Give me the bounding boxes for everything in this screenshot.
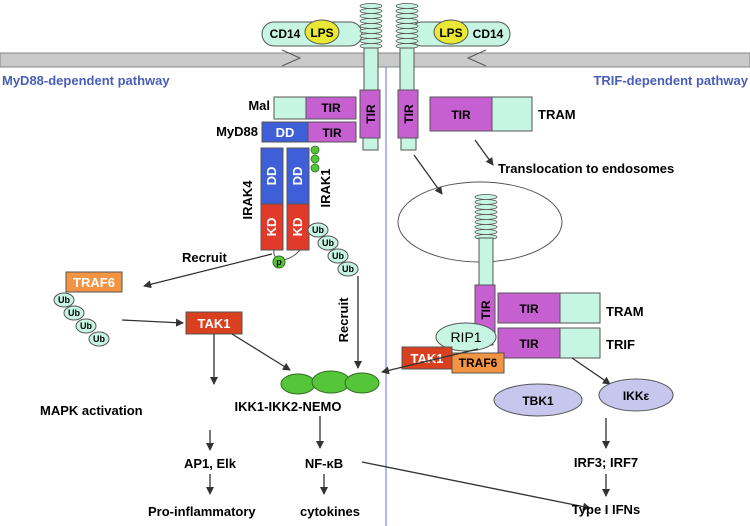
cytokines-label: cytokines [300, 504, 360, 519]
rip1-label: RIP1 [450, 329, 481, 345]
irf-label: IRF3; IRF7 [574, 455, 638, 470]
svg-text:Ub: Ub [332, 251, 344, 261]
irak4-dd: DD [264, 167, 279, 186]
lps-left-label: LPS [310, 26, 333, 40]
svg-text:Ub: Ub [68, 308, 80, 318]
ikk-complex [280, 370, 380, 395]
irak1-kd: KD [290, 218, 305, 237]
ikk-complex-label: IKK1-IKK2-NEMO [235, 399, 342, 414]
svg-text:Ub: Ub [80, 321, 92, 331]
mal-label: Mal [248, 98, 270, 113]
tram-top-label: TRAM [538, 107, 576, 122]
irak1-dd: DD [290, 167, 305, 186]
nfkb-label: NF-κB [305, 456, 343, 471]
myd88-label: MyD88 [216, 124, 258, 139]
phospho-label: p [276, 257, 282, 267]
right-cd14-lps: CD14 LPS [409, 19, 511, 67]
svg-text:Ub: Ub [93, 334, 105, 344]
tak1-left: TAK1 [198, 316, 231, 331]
lps-right [433, 19, 469, 45]
cd14-left-label: CD14 [270, 27, 301, 41]
tak1-right: TAK1 [411, 351, 444, 366]
recruit-label-left: Recruit [182, 250, 227, 265]
svg-text:Ub: Ub [322, 238, 334, 248]
ap1-label: AP1, Elk [184, 456, 237, 471]
ikke-label: IKKε [623, 389, 650, 403]
tlr4-coils [359, 3, 419, 49]
svg-text:Ub: Ub [312, 225, 324, 235]
tram-endo-label: TRAM [606, 304, 644, 319]
myd88-tir-label: TIR [322, 126, 342, 140]
lps-left [304, 19, 340, 45]
mal-tir-label: TIR [321, 101, 341, 115]
cd14-right-label: CD14 [473, 27, 504, 41]
svg-text:Ub: Ub [342, 264, 354, 274]
trif-label: TRIF [606, 337, 635, 352]
rip1 [435, 322, 497, 352]
recruit-label-vertical: Recruit [336, 297, 351, 342]
trif-tir: TIR [519, 337, 539, 351]
lps-right-label: LPS [439, 26, 462, 40]
mapk-label: MAPK activation [40, 403, 143, 418]
tlr4-tir-left-label: TIR [364, 104, 378, 124]
tlr4-tir-right-label: TIR [402, 104, 416, 124]
translocation-label: Translocation to endosomes [498, 161, 674, 176]
type1-ifns-label: Type I IFNs [572, 502, 640, 517]
tbk1-label: TBK1 [522, 394, 554, 408]
irak4-label: IRAK4 [240, 180, 255, 220]
left-cd14-lps: CD14 LPS [261, 19, 363, 67]
irak1-label: IRAK1 [318, 168, 333, 207]
myd88-dd-label: DD [276, 125, 295, 140]
traf6-left: TRAF6 [73, 275, 115, 290]
tbk1 [493, 383, 583, 417]
trif-pathway-label: TRIF-dependent pathway [593, 73, 748, 88]
traf6-right: TRAF6 [459, 356, 498, 370]
ikke [598, 378, 674, 412]
traf6-ub-chain: Ub Ub Ub Ub [53, 292, 110, 347]
pro-inflammatory-label: Pro-inflammatory [148, 504, 256, 519]
tram-endo-tir: TIR [519, 302, 539, 316]
irak4-kd: KD [264, 218, 279, 237]
irak1-ub-chain: Ub Ub Ub Ub [307, 222, 359, 277]
endosome-tlr4-tir: TIR [479, 300, 493, 320]
svg-text:Ub: Ub [58, 295, 70, 305]
myd88-pathway-label: MyD88-dependent pathway [2, 73, 170, 88]
tram-top-tir: TIR [451, 108, 471, 122]
